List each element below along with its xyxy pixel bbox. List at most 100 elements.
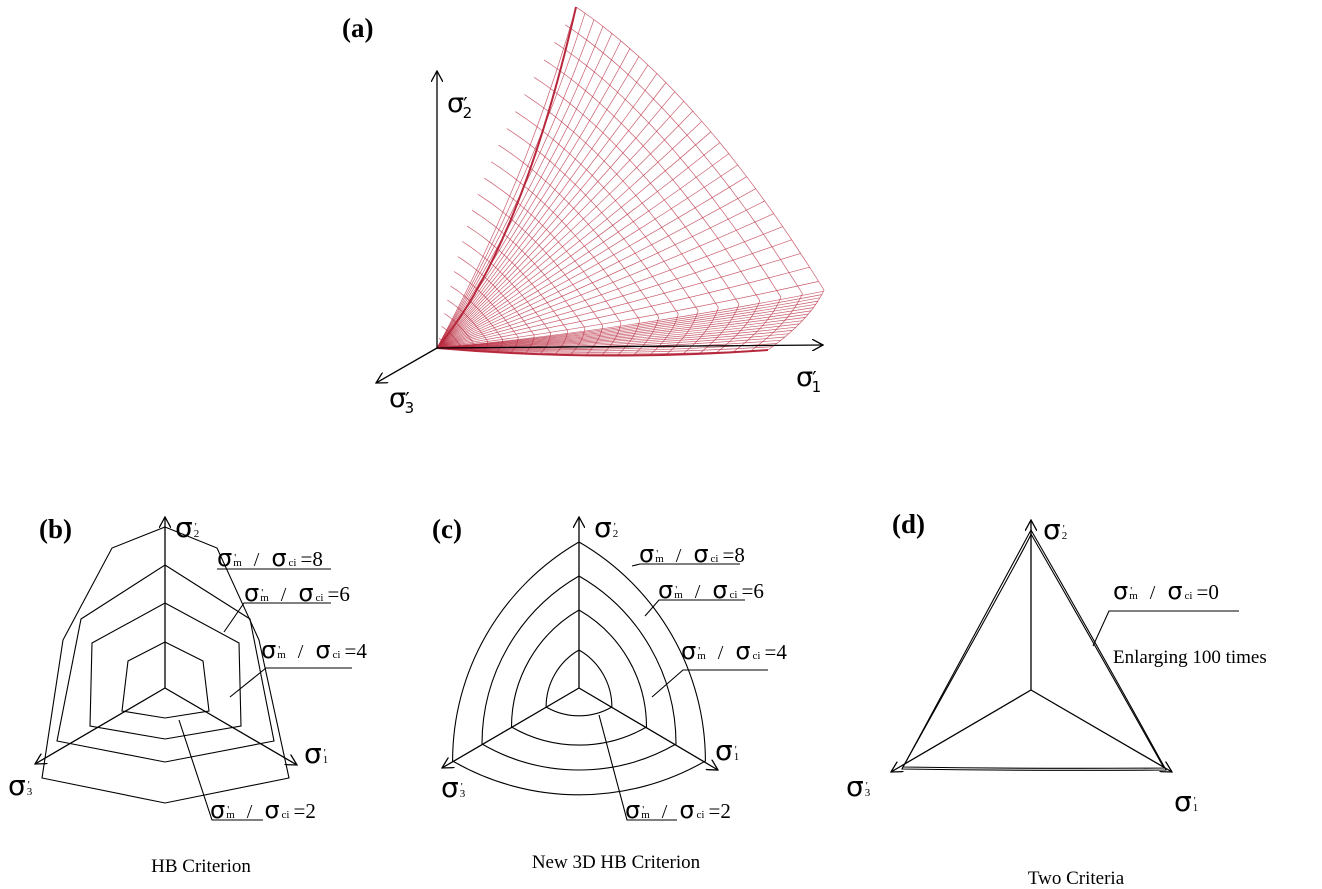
mesh-parallel (515, 111, 699, 355)
mesh-meridian (436, 200, 765, 349)
mesh-parallel (554, 42, 782, 352)
panel-a: (a) σ′2 σ′1 σ′3 (342, 6, 825, 417)
mesh-meridian (436, 26, 604, 349)
mesh-parallel (450, 285, 504, 352)
mesh-parallel (471, 210, 586, 355)
sigma1-label-d: σ'1 (1174, 785, 1198, 818)
new-hb-contour-2 (545, 649, 613, 717)
failure-surface-mesh (436, 6, 825, 357)
mesh-meridian (436, 239, 792, 349)
mesh-meridian (436, 307, 814, 349)
leader-line-6-c (644, 599, 745, 617)
sigma1-label-a: σ′1 (796, 362, 821, 396)
mesh-meridian (436, 56, 640, 349)
new-hb-contour-6 (481, 575, 677, 771)
mesh-parallel (461, 241, 551, 354)
sigma3-label-d: σ'3 (846, 770, 871, 803)
hb-contour-8 (41, 526, 290, 804)
axis-sigma1-b (164, 687, 297, 765)
sigma1-label-c: σ'1 (715, 734, 739, 767)
panel-c-label: (c) (432, 514, 462, 544)
sigma3-label-b: σ'3 (8, 769, 33, 802)
panel-d-label: (d) (892, 509, 925, 539)
caption-b: HB Criterion (151, 856, 251, 877)
axis-sigma3-d (891, 689, 1032, 772)
caption-c: New 3D HB Criterion (532, 852, 701, 873)
mesh-meridian (436, 317, 806, 349)
mesh-edge-left (436, 6, 577, 349)
mesh-parallel (447, 299, 489, 352)
reuleaux-contours (452, 541, 706, 796)
mesh-meridian (436, 297, 820, 349)
axis-sigma3-c (442, 687, 580, 768)
mesh-meridian (436, 303, 816, 349)
axis-sigma1-a (436, 345, 823, 348)
leader-line-2-b (178, 719, 263, 821)
mesh-meridian (436, 19, 595, 349)
panel-a-label: (a) (342, 13, 373, 43)
mesh-meridian (436, 64, 649, 349)
sigma1-label-b: σ'1 (304, 737, 328, 770)
mesh-parallel (565, 24, 803, 352)
mesh-meridian (436, 253, 801, 349)
mesh-meridian (436, 131, 712, 349)
mesh-parallel (490, 161, 640, 356)
triangle-contour-new-3d-hb (902, 533, 1165, 769)
sigma2-label-d: σ'2 (1043, 513, 1067, 546)
axis-sigma1-c (578, 687, 718, 770)
leader-line-4-b (229, 667, 352, 698)
mesh-parallel (498, 144, 660, 356)
axis-sigma1-d (1030, 689, 1172, 772)
mesh-meridian (436, 333, 789, 349)
enlarging-note: Enlarging 100 times (1113, 647, 1267, 668)
mesh-meridian (436, 153, 730, 349)
sigma2-label-c: σ'2 (594, 511, 618, 544)
axis-sigma3-a (376, 347, 438, 383)
mesh-meridian (436, 294, 822, 349)
mesh-meridian (436, 101, 685, 349)
mesh-meridian (436, 281, 819, 349)
mesh-parallel (457, 256, 535, 354)
mesh-parallel (466, 225, 568, 355)
mesh-parallel (543, 59, 761, 353)
mesh-meridian (436, 266, 810, 349)
mesh-meridian (436, 73, 658, 349)
mesh-meridian (436, 33, 613, 349)
triangle-contour-hb (901, 529, 1167, 771)
mesh-meridian (436, 290, 824, 349)
panel-b-label: (b) (39, 514, 72, 544)
mesh-parallel (484, 177, 622, 356)
leader-line-8-c (631, 563, 740, 567)
mesh-parallel (575, 6, 825, 351)
caption-d: Two Criteria (1028, 868, 1125, 889)
sigma3-label-a: σ′3 (389, 383, 414, 417)
leader-line-4-c (651, 669, 768, 698)
leader-line-2-c (598, 714, 677, 821)
axis-sigma3-b (35, 687, 166, 764)
new-hb-contour-8 (452, 541, 706, 796)
mesh-parallel (506, 128, 679, 355)
mesh-meridian (436, 91, 676, 349)
mesh-meridian (436, 313, 809, 349)
mesh-edge-bottom (436, 347, 769, 357)
mesh-meridian (436, 40, 622, 349)
mesh-parallel (477, 194, 604, 356)
leader-line-0-d (1092, 610, 1239, 647)
